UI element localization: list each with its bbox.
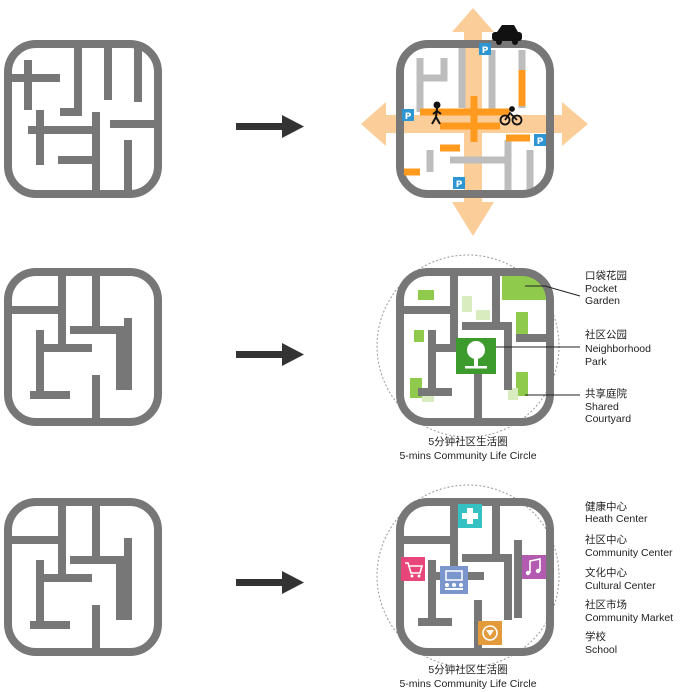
svg-text:School: School bbox=[585, 644, 617, 656]
right-arrow-icon bbox=[236, 571, 304, 594]
svg-text:Cultural Center: Cultural Center bbox=[585, 580, 656, 592]
community-center-icon bbox=[440, 566, 468, 594]
svg-text:Garden: Garden bbox=[585, 295, 620, 307]
svg-text:Park: Park bbox=[585, 356, 607, 368]
community-center-label: 社区中心 Community Center bbox=[585, 533, 673, 559]
svg-text:P: P bbox=[482, 46, 489, 56]
row-1-traffic: P P P P bbox=[4, 8, 588, 236]
tree-icon bbox=[456, 338, 496, 374]
svg-text:5-mins Community Life Circle: 5-mins Community Life Circle bbox=[399, 678, 536, 690]
car-icon bbox=[492, 25, 522, 45]
svg-text:Neighborhood: Neighborhood bbox=[585, 343, 651, 355]
life-circle-boundary bbox=[376, 254, 560, 438]
svg-text:Shared: Shared bbox=[585, 401, 619, 413]
svg-text:Courtyard: Courtyard bbox=[585, 413, 631, 425]
svg-text:P: P bbox=[537, 137, 544, 147]
parking-icon: P bbox=[534, 134, 546, 147]
svg-text:文化中心: 文化中心 bbox=[585, 566, 627, 579]
svg-text:社区中心: 社区中心 bbox=[585, 533, 627, 546]
block-grid-2-after bbox=[376, 254, 581, 438]
block-grid-2-before bbox=[4, 268, 162, 426]
life-circle-boundary bbox=[376, 484, 560, 668]
svg-text:5分钟社区生活圈: 5分钟社区生活圈 bbox=[428, 435, 507, 448]
music-note-icon bbox=[522, 555, 546, 579]
health-center-label: 健康中心 Heath Center bbox=[585, 500, 648, 525]
life-circle-caption: 5分钟社区生活圈 5-mins Community Life Circle bbox=[399, 663, 536, 690]
svg-text:P: P bbox=[405, 112, 412, 122]
pedestrian-icon bbox=[431, 101, 442, 125]
parking-icon: P bbox=[453, 177, 465, 190]
svg-text:Community Market: Community Market bbox=[585, 612, 673, 624]
pocket-garden-label: 口袋花园 Pocket Garden bbox=[585, 269, 627, 307]
block-grid-3-before bbox=[4, 498, 162, 656]
cultural-center-label: 文化中心 Cultural Center bbox=[585, 566, 656, 592]
block-grid-3-after bbox=[376, 484, 560, 668]
row-2-green-space: 口袋花园 Pocket Garden 社区公园 Neighborhood Par… bbox=[4, 254, 651, 462]
svg-text:P: P bbox=[456, 180, 463, 190]
svg-text:学校: 学校 bbox=[585, 630, 606, 643]
neighborhood-park-label: 社区公园 Neighborhood Park bbox=[585, 328, 651, 368]
block-grid-1-before bbox=[4, 40, 162, 198]
block-grid-1-after: P P P P bbox=[361, 8, 588, 236]
community-market-label: 社区市场 Community Market bbox=[585, 598, 673, 624]
svg-text:Community Center: Community Center bbox=[585, 547, 673, 559]
parking-icon: P bbox=[479, 43, 491, 56]
svg-text:5-mins Community Life Circle: 5-mins Community Life Circle bbox=[399, 450, 536, 462]
svg-text:健康中心: 健康中心 bbox=[585, 500, 627, 513]
school-label: 学校 School bbox=[585, 630, 617, 656]
svg-text:Heath Center: Heath Center bbox=[585, 513, 648, 525]
shared-courtyard-label: 共享庭院 Shared Courtyard bbox=[585, 387, 631, 425]
svg-text:共享庭院: 共享庭院 bbox=[585, 387, 627, 400]
svg-text:社区市场: 社区市场 bbox=[585, 598, 627, 611]
svg-text:社区公园: 社区公园 bbox=[585, 328, 627, 341]
svg-text:5分钟社区生活圈: 5分钟社区生活圈 bbox=[428, 663, 507, 676]
right-arrow-icon bbox=[236, 115, 304, 138]
bicycle-icon bbox=[499, 106, 523, 126]
row-3-facilities: 健康中心 Heath Center 社区中心 Community Center … bbox=[4, 484, 673, 690]
shopping-cart-icon bbox=[401, 557, 425, 581]
svg-text:口袋花园: 口袋花园 bbox=[585, 269, 627, 282]
health-cross-icon bbox=[458, 504, 482, 528]
school-icon bbox=[478, 621, 502, 645]
svg-text:Pocket: Pocket bbox=[585, 283, 617, 295]
parking-icon: P bbox=[402, 109, 414, 122]
right-arrow-icon bbox=[236, 343, 304, 366]
life-circle-caption: 5分钟社区生活圈 5-mins Community Life Circle bbox=[399, 435, 536, 462]
